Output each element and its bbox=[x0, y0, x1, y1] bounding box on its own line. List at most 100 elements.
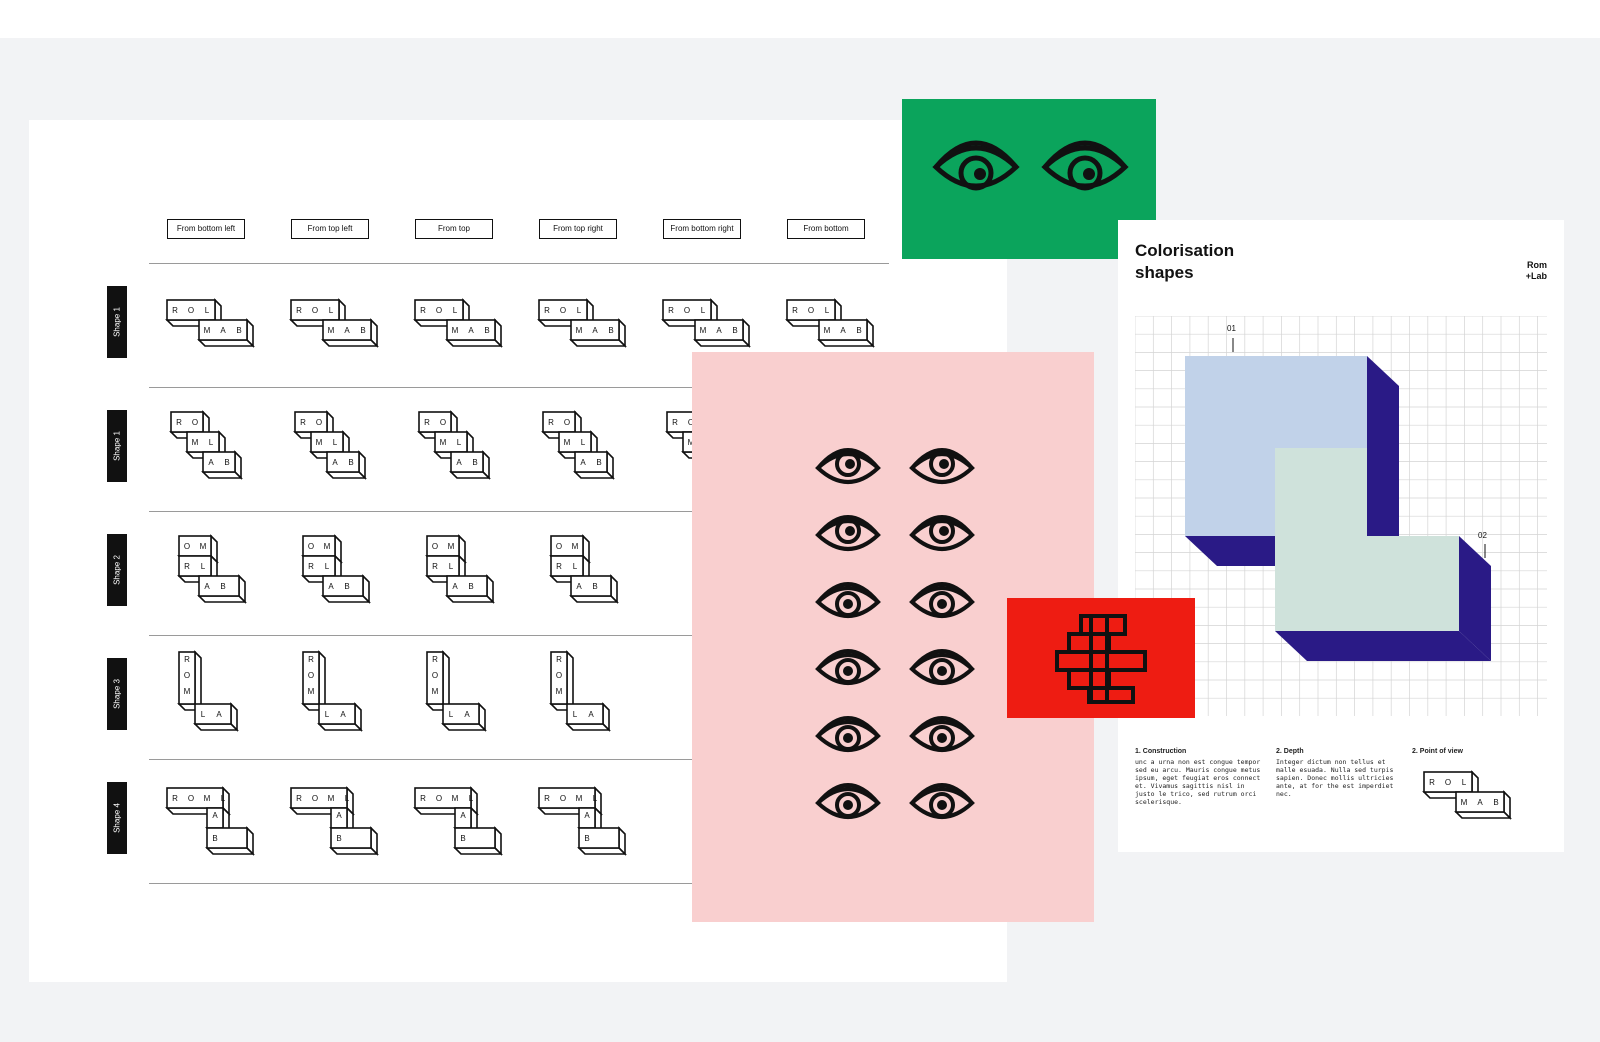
block-letter: M bbox=[432, 687, 439, 696]
depth-column: 2. Depth Integer dictum non tellus et ma… bbox=[1276, 748, 1394, 798]
page-title: Colorisation shapes bbox=[1135, 241, 1235, 282]
eye-icon bbox=[815, 448, 881, 484]
block-letter: L bbox=[449, 562, 454, 571]
shape-depth-bottom bbox=[1275, 631, 1491, 661]
block-letter: M bbox=[308, 687, 315, 696]
block-letter: L bbox=[201, 562, 206, 571]
block-letter: L bbox=[581, 438, 586, 447]
block-letter: A bbox=[336, 811, 342, 820]
logo-icon bbox=[1055, 614, 1147, 704]
block-letter: L bbox=[453, 306, 458, 315]
block-letter: A bbox=[840, 326, 846, 335]
block-letter: R bbox=[296, 306, 302, 315]
block-letter: M bbox=[328, 326, 335, 335]
block-letter: O bbox=[188, 794, 194, 803]
block-letter: M bbox=[824, 326, 831, 335]
block-letter: O bbox=[312, 306, 318, 315]
block-letter: A bbox=[340, 710, 346, 719]
view-label-from-top-right: From top right bbox=[539, 219, 617, 239]
eye-icon bbox=[815, 582, 881, 618]
block-letter: A bbox=[576, 582, 582, 591]
block-letter: R bbox=[184, 655, 190, 664]
block-letter: O bbox=[684, 306, 690, 315]
block-letter: M bbox=[192, 438, 199, 447]
eye-icon bbox=[932, 140, 1020, 191]
block-letter: M bbox=[700, 326, 707, 335]
block-letter: A bbox=[588, 710, 594, 719]
eye-icon bbox=[909, 649, 975, 685]
block-letter: L bbox=[1462, 778, 1467, 787]
block-letter: A bbox=[464, 710, 470, 719]
eye-icon bbox=[909, 582, 975, 618]
block-letter: L bbox=[221, 794, 226, 803]
block-letter: O bbox=[432, 542, 438, 551]
shape-tab-2: Shape 2 bbox=[107, 534, 127, 606]
eye-icon bbox=[815, 649, 881, 685]
block-letter: B bbox=[732, 326, 737, 335]
block-letter: A bbox=[344, 326, 350, 335]
block-letter: A bbox=[716, 326, 722, 335]
view-label-from-top-left: From top left bbox=[291, 219, 369, 239]
block-letter: B bbox=[592, 582, 597, 591]
block-letter: B bbox=[484, 326, 489, 335]
block-letter: A bbox=[208, 458, 214, 467]
eye-icon bbox=[909, 448, 975, 484]
eye-icon bbox=[909, 783, 975, 819]
block-letter: L bbox=[469, 794, 474, 803]
block-letter: B bbox=[360, 326, 365, 335]
block-letter: M bbox=[564, 438, 571, 447]
block-letter: L bbox=[573, 562, 578, 571]
block-letter: M bbox=[556, 687, 563, 696]
block-letter: L bbox=[573, 710, 578, 719]
divider bbox=[149, 635, 889, 636]
block-letter: M bbox=[576, 794, 583, 803]
block-letter: B bbox=[856, 326, 861, 335]
eye-icon bbox=[815, 716, 881, 752]
block-letter: O bbox=[308, 542, 314, 551]
block-letter: O bbox=[556, 542, 562, 551]
block-letter: M bbox=[200, 542, 207, 551]
block-letter: O bbox=[560, 306, 566, 315]
block-letter: R bbox=[420, 306, 426, 315]
block-letter: A bbox=[468, 326, 474, 335]
block-letter: R bbox=[296, 794, 302, 803]
marker-02: 02 bbox=[1478, 531, 1487, 540]
block-letter: L bbox=[577, 306, 582, 315]
block-letter: R bbox=[424, 418, 430, 427]
block-letter: M bbox=[328, 794, 335, 803]
block-letter: R bbox=[432, 655, 438, 664]
block-letter: A bbox=[1477, 798, 1483, 807]
block-letter: M bbox=[1461, 798, 1468, 807]
block-letter: R bbox=[308, 655, 314, 664]
block-letter: O bbox=[440, 418, 446, 427]
block-letter: A bbox=[584, 811, 590, 820]
shape-tab-1: Shape 1 bbox=[107, 286, 127, 358]
block-letter: R bbox=[544, 306, 550, 315]
eye-icon bbox=[909, 515, 975, 551]
eye-icon bbox=[815, 783, 881, 819]
block-letter: R bbox=[556, 655, 562, 664]
block-letter: A bbox=[456, 458, 462, 467]
block-letter: R bbox=[176, 418, 182, 427]
block-letter: O bbox=[432, 671, 438, 680]
block-letter: L bbox=[701, 306, 706, 315]
block-letter: M bbox=[452, 326, 459, 335]
shape-depth-side bbox=[1367, 356, 1399, 566]
block-letter: R bbox=[668, 306, 674, 315]
block-letter: O bbox=[688, 418, 694, 427]
block-letter: A bbox=[204, 582, 210, 591]
block-letter: A bbox=[452, 582, 458, 591]
block-letter: O bbox=[184, 542, 190, 551]
block-letter: O bbox=[316, 418, 322, 427]
block-letter: L bbox=[457, 438, 462, 447]
